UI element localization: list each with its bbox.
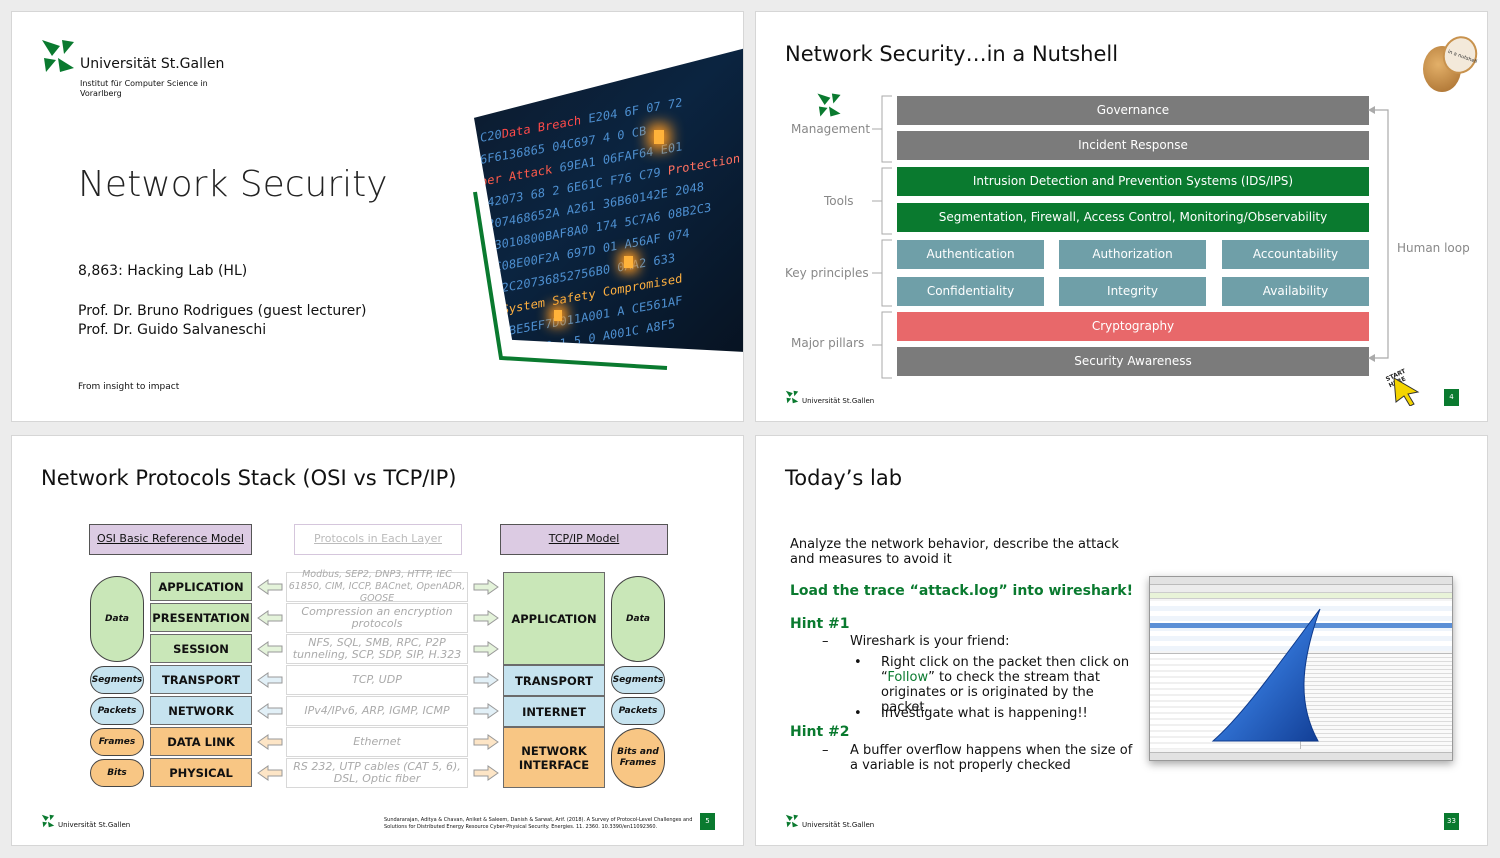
hint-1-text: Wireshark is your friend:	[850, 634, 1010, 649]
hint-1-bullet-2: Investigate what is happening!!	[881, 706, 1088, 721]
category-tools: Tools	[824, 194, 854, 208]
bar-governance: Governance	[897, 96, 1369, 125]
unit-left-bits: Bits	[90, 759, 144, 787]
unit-right-segments: Segments	[611, 666, 665, 694]
slide-title: Network Security…in a Nutshell	[785, 42, 1119, 66]
osi-layer-data-link: DATA LINK	[150, 727, 252, 756]
hint-2-text: A buffer overflow happens when the size …	[850, 743, 1133, 773]
footer-university: Universität St.Gallen	[58, 821, 131, 829]
bar-security-awareness: Security Awareness	[897, 347, 1369, 376]
hint-1-dash: –	[822, 634, 829, 649]
unit-right-packets: Packets	[611, 697, 665, 725]
tcpip-header: TCP/IP Model	[500, 524, 668, 555]
tcpip-layer-application: APPLICATION	[503, 572, 605, 665]
slide-title: Network Protocols Stack (OSI vs TCP/IP)	[41, 466, 457, 490]
wireshark-screenshot	[1149, 576, 1453, 761]
bar-segmentation: Segmentation, Firewall, Access Control, …	[897, 203, 1369, 232]
protocols-data-link: Ethernet	[286, 727, 468, 757]
bar-availability: Availability	[1222, 277, 1369, 306]
lab-load-instruction: Load the trace “attack.log” into wiresha…	[790, 583, 1133, 599]
protocols-network: IPv4/IPv6, ARP, IGMP, ICMP	[286, 696, 468, 726]
category-brackets	[872, 95, 892, 379]
protocols-transport: TCP, UDP	[286, 665, 468, 695]
footer-university: Universität St.Gallen	[802, 821, 875, 829]
tcpip-layer-network-interface: NETWORK INTERFACE	[503, 727, 605, 788]
protocols-presentation: Compression an encryption protocols	[286, 603, 468, 633]
category-management: Management	[791, 122, 871, 136]
protocols-session: NFS, SQL, SMB, RPC, P2P tunneling, SCP, …	[286, 634, 468, 664]
reference-citation: Sundararajan, Aditya & Chavan, Aniket & …	[384, 817, 693, 830]
tcpip-layer-transport: TRANSPORT	[503, 665, 605, 696]
unit-left-data: Data	[90, 576, 144, 662]
osi-header: OSI Basic Reference Model	[89, 524, 252, 555]
tcpip-layer-internet: INTERNET	[503, 696, 605, 727]
unit-left-packets: Packets	[90, 697, 144, 725]
hsg-footer-logo-icon	[785, 814, 799, 828]
unit-left-segments: Segments	[90, 666, 144, 694]
category-key-principles: Key principles	[785, 266, 869, 280]
hint-2-title: Hint #2	[790, 724, 850, 740]
follow-keyword: Follow	[887, 670, 929, 685]
slide-protocol-stack[interactable]: Network Protocols Stack (OSI vs TCP/IP) …	[11, 435, 744, 846]
bar-integrity: Integrity	[1059, 277, 1206, 306]
university-name: Universität St.Gallen	[80, 56, 225, 72]
hint-1-title: Hint #1	[790, 616, 850, 632]
institute-name: Institut für Computer Science in Vorarlb…	[80, 79, 208, 98]
protocols-application: Modbus, SEP2, DNP3, HTTP, IEC 61850, CIM…	[286, 569, 468, 604]
osi-layer-presentation: PRESENTATION	[150, 603, 252, 632]
layer-arrows	[257, 579, 499, 781]
professor-2: Prof. Dr. Guido Salvaneschi	[78, 322, 267, 338]
hint-1-bullet-1: Right click on the packet then click on …	[881, 655, 1130, 715]
unit-left-frames: Frames	[90, 728, 144, 756]
osi-layer-transport: TRANSPORT	[150, 665, 252, 694]
page-number: 5	[700, 813, 715, 830]
osi-layer-network: NETWORK	[150, 696, 252, 725]
start-here-icon: START HERE	[1378, 366, 1424, 406]
hint-1-bullet-2-marker: •	[854, 706, 862, 721]
unit-right-data: Data	[611, 576, 665, 662]
wireshark-fin-icon	[1211, 608, 1321, 742]
osi-layer-session: SESSION	[150, 634, 252, 663]
footer-university: Universität St.Gallen	[802, 397, 875, 405]
bar-ids-ips: Intrusion Detection and Prevention Syste…	[897, 167, 1369, 196]
hsg-footer-logo-icon	[785, 390, 799, 404]
human-loop-arrow	[1368, 106, 1389, 362]
slide-title: Today’s lab	[785, 466, 903, 490]
human-loop-label: Human loop	[1397, 241, 1470, 255]
professor-list: Prof. Dr. Bruno Rodrigues (guest lecture…	[78, 302, 367, 340]
protocols-physical: RS 232, UTP cables (CAT 5, 6), DSL, Opti…	[286, 758, 468, 788]
hint-2-dash: –	[822, 743, 829, 758]
unit-right-bits-frames: Bits and Frames	[611, 728, 665, 788]
page-number: 33	[1444, 813, 1459, 830]
slide-title[interactable]: Universität St.Gallen Institut für Compu…	[11, 11, 744, 422]
presentation-title: Network Security	[78, 164, 388, 205]
category-major-pillars: Major pillars	[791, 336, 865, 350]
hint-1-bullet-1-marker: •	[854, 655, 862, 670]
bar-accountability: Accountability	[1222, 240, 1369, 269]
cyber-attack-image: C20Data Breach E204 6F 07 72 6F6136865 0…	[474, 48, 743, 352]
osi-layer-application: APPLICATION	[150, 572, 252, 601]
professor-1: Prof. Dr. Bruno Rodrigues (guest lecture…	[78, 303, 367, 319]
osi-layer-physical: PHYSICAL	[150, 758, 252, 787]
bar-authentication: Authentication	[897, 240, 1044, 269]
bar-cryptography: Cryptography	[897, 312, 1369, 341]
hsg-footer-logo-icon	[41, 814, 55, 828]
bar-authorization: Authorization	[1059, 240, 1206, 269]
green-frame-decoration	[473, 191, 668, 370]
protocols-header: Protocols in Each Layer	[294, 524, 462, 555]
lab-intro: Analyze the network behavior, describe t…	[790, 537, 1119, 567]
bar-incident-response: Incident Response	[897, 131, 1369, 160]
bar-confidentiality: Confidentiality	[897, 277, 1044, 306]
walnut-icon: in a nutshell	[1421, 31, 1483, 98]
hsg-logo-icon	[42, 40, 74, 72]
course-code: 8,863: Hacking Lab (HL)	[78, 263, 248, 279]
slogan: From insight to impact	[78, 382, 180, 392]
hsg-logo-icon	[817, 93, 841, 117]
page-number: 4	[1444, 389, 1459, 406]
slide-todays-lab[interactable]: Today’s lab Analyze the network behavior…	[755, 435, 1488, 846]
slide-nutshell[interactable]: Network Security…in a Nutshell in a nuts…	[755, 11, 1488, 422]
